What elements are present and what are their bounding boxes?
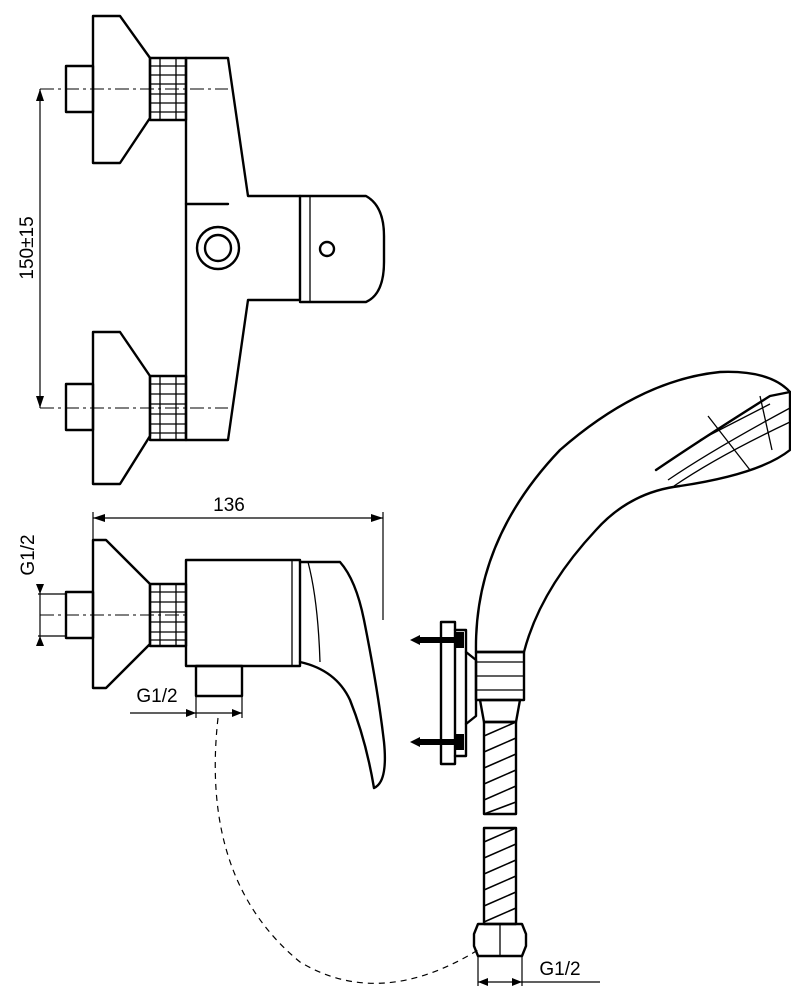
inlet-thread-label: G1/2 [18,534,39,575]
front-view: 150±15 [17,14,386,486]
side-body [184,558,302,668]
handset-spray-face [654,390,791,472]
hose-lower [482,826,518,926]
side-outlet-stub [194,664,244,698]
outlet-thread-label: G1/2 [136,686,177,707]
hose-path [214,717,479,984]
bracket-screw-top [410,632,464,648]
lower-inlet-stub [64,382,95,432]
side-lever [298,560,387,790]
hose-upper [482,720,518,816]
bracket-wall-plate [439,620,457,766]
handset-body [474,370,791,654]
lever-cap [298,194,386,304]
lever-screw-hole [318,240,336,258]
outlet-ring-inner [203,233,233,263]
mixer-body [184,56,302,442]
side-view: 136 G1/2 G [18,495,479,984]
bracket-screw-bottom [410,734,464,750]
inlet-spacing-label: 150±15 [17,216,38,279]
side-escutcheon [91,538,152,690]
outlet-ring-outer [195,225,241,271]
hand-shower-assembly: G1/2 [410,370,791,986]
depth-label: 136 [213,495,245,516]
hose-thread-label: G1/2 [539,959,580,980]
